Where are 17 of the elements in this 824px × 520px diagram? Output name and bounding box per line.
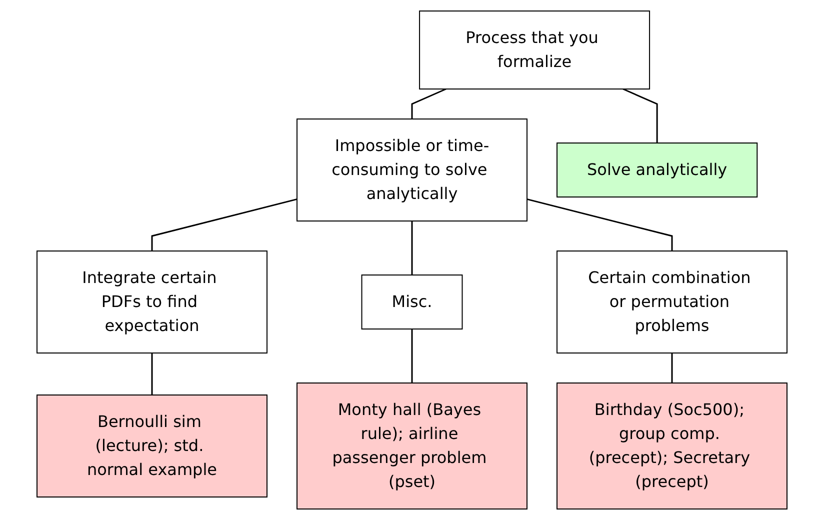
connector (151, 353, 153, 395)
connector (671, 353, 673, 383)
node-box: Bernoulli sim (lecture); std. normal example (36, 394, 268, 498)
connector (411, 88, 446, 119)
node-box: Integrate certain PDFs to find expectation (36, 250, 268, 354)
connector (411, 221, 413, 275)
connector (526, 198, 673, 251)
node-box: Misc. (361, 274, 463, 330)
node-box: Certain combination or permutation problems (556, 250, 788, 354)
connector (151, 198, 298, 251)
node-box: Impossible or time-consuming to solve analytically (296, 118, 528, 222)
connector (411, 329, 413, 383)
connector (622, 88, 658, 143)
node-box: Monty hall (Bayes rule); airline passenger problem (pset) (296, 382, 528, 510)
node-box: Solve analytically (556, 142, 758, 198)
node-box: Birthday (Soc500); group comp. (precept); Secretary (precept) (556, 382, 788, 510)
node-box: Process that you formalize (419, 10, 650, 90)
